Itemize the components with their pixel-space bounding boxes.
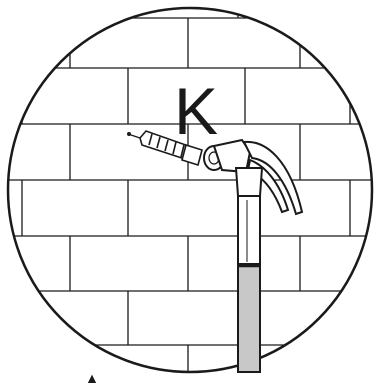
hammer-grip [238, 264, 260, 372]
claw-hammer-icon [204, 140, 302, 372]
detail-circle-frame [8, 8, 372, 372]
hammer-handle [238, 196, 260, 266]
step-label: K [174, 74, 218, 148]
pointer-arrow-icon: ▲ [87, 372, 97, 383]
